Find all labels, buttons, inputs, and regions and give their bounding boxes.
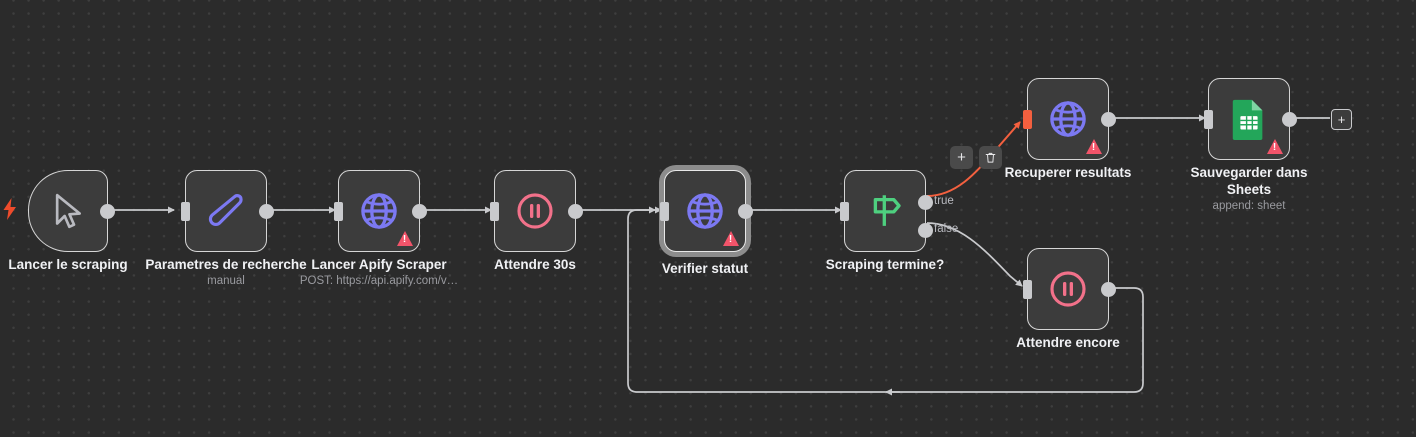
node-label: Recuperer resultats xyxy=(1004,165,1132,180)
output-port[interactable] xyxy=(1282,111,1297,127)
add-node-on-edge-button[interactable]: + xyxy=(950,146,973,169)
cursor-pointer-icon xyxy=(48,191,88,231)
globe-http-icon xyxy=(684,190,726,232)
port-label-false: false xyxy=(934,223,959,235)
signpost-branch-icon xyxy=(864,190,906,232)
node-subtitle: append: sheet xyxy=(1212,200,1286,212)
node-lancer-le-scraping[interactable]: Lancer le scraping xyxy=(8,170,128,272)
node-body[interactable] xyxy=(334,170,427,252)
globe-http-icon xyxy=(358,190,400,232)
node-body[interactable] xyxy=(181,170,274,252)
node-scraping-termine[interactable]: true false Scraping termine? xyxy=(826,170,958,272)
input-port[interactable] xyxy=(181,201,190,221)
output-port[interactable] xyxy=(1101,111,1116,127)
port-label-true: true xyxy=(934,195,954,207)
node-label: Attendre 30s xyxy=(494,257,576,272)
node-body[interactable] xyxy=(660,170,753,252)
node-attendre-encore[interactable]: Attendre encore xyxy=(1016,248,1120,350)
node-body[interactable] xyxy=(1023,78,1116,160)
input-port[interactable] xyxy=(660,201,669,221)
input-port[interactable] xyxy=(1204,109,1213,129)
node-recuperer-resultats[interactable]: Recuperer resultats xyxy=(1005,78,1131,180)
globe-http-icon xyxy=(1047,98,1089,140)
edge-toolbar[interactable]: + xyxy=(950,146,1002,169)
input-port[interactable] xyxy=(490,201,499,221)
input-port[interactable] xyxy=(1023,279,1032,299)
input-port[interactable] xyxy=(840,201,849,221)
warning-badge-icon xyxy=(1267,139,1283,154)
input-port[interactable] xyxy=(334,201,343,221)
node-attendre-30s[interactable]: Attendre 30s xyxy=(490,170,583,272)
node-parametres-de-recherche[interactable]: Parametres de recherche manual xyxy=(145,170,307,287)
node-body[interactable]: true false xyxy=(840,170,958,252)
pause-circle-icon xyxy=(1048,269,1088,309)
node-body[interactable] xyxy=(28,170,115,252)
node-sauvegarder-dans-sheets[interactable]: Sauvegarder dans Sheets append: sheet xyxy=(1190,78,1308,212)
output-port[interactable] xyxy=(568,203,583,219)
google-sheets-icon xyxy=(1228,98,1270,140)
warning-badge-icon xyxy=(397,231,413,246)
lightning-bolt-icon xyxy=(2,198,18,220)
node-label: Lancer le scraping xyxy=(8,257,128,272)
node-label: Scraping termine? xyxy=(825,257,945,272)
node-lancer-apify-scraper[interactable]: Lancer Apify Scraper POST: https://api.a… xyxy=(300,170,458,287)
pause-circle-icon xyxy=(515,191,555,231)
node-subtitle: POST: https://api.apify.com/v… xyxy=(299,275,459,287)
node-body[interactable] xyxy=(1204,78,1297,160)
node-label: Sauvegarder dans Sheets xyxy=(1190,165,1308,197)
output-port[interactable] xyxy=(100,203,115,219)
node-label: Lancer Apify Scraper xyxy=(311,257,447,272)
output-port[interactable] xyxy=(259,203,274,219)
output-port-false[interactable]: false xyxy=(918,223,958,238)
node-body[interactable] xyxy=(490,170,583,252)
output-port[interactable] xyxy=(412,203,427,219)
node-label: Parametres de recherche xyxy=(145,257,307,272)
node-label: Attendre encore xyxy=(1016,335,1120,350)
warning-badge-icon xyxy=(1086,139,1102,154)
warning-badge-icon xyxy=(723,231,739,246)
output-port[interactable] xyxy=(1101,281,1116,297)
output-port-true[interactable]: true xyxy=(918,195,954,210)
add-node-button[interactable]: + xyxy=(1331,109,1352,130)
node-body[interactable] xyxy=(1023,248,1116,330)
pencil-edit-icon xyxy=(205,190,247,232)
input-port[interactable] xyxy=(1023,109,1032,129)
node-label: Verifier statut xyxy=(661,261,749,276)
node-verifier-statut[interactable]: Verifier statut xyxy=(660,170,753,276)
output-port[interactable] xyxy=(738,203,753,219)
delete-edge-button[interactable] xyxy=(979,146,1002,169)
